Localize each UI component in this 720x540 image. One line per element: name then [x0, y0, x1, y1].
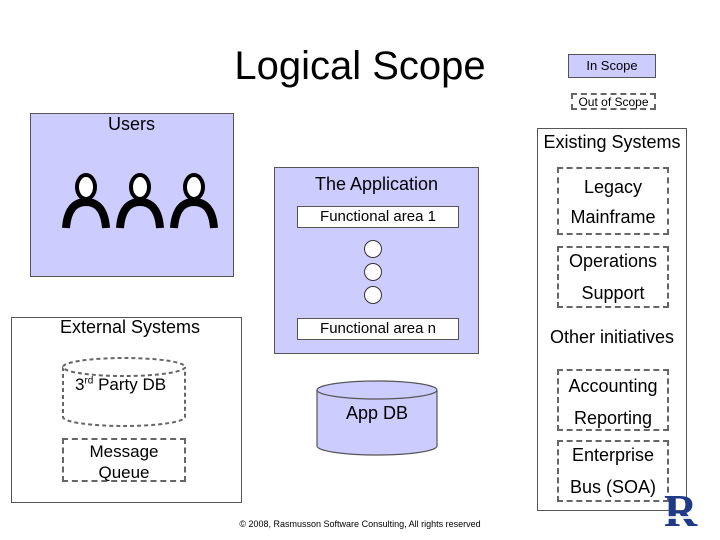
legacy-mainframe-box: Legacy Mainframe [557, 167, 669, 235]
application-title: The Application [314, 174, 439, 194]
legend-in-scope: In Scope [568, 54, 656, 78]
accounting-reporting-box: Accounting Reporting [557, 369, 669, 431]
external-systems-label: External Systems [60, 317, 201, 337]
functional-area-n: Functional area n [297, 318, 459, 340]
svg-text:R: R [664, 485, 698, 536]
app-db-label: App DB [345, 403, 409, 423]
third-party-db-sup: rd [84, 375, 94, 387]
app-db-cylinder [316, 380, 438, 456]
functional-area-1: Functional area 1 [297, 206, 459, 228]
bus-soa-label: Bus (SOA) [569, 477, 657, 497]
user-icon [62, 173, 110, 229]
support-label: Support [581, 283, 645, 303]
existing-systems-label: Existing Systems [543, 132, 681, 152]
operations-support-box: Operations Support [557, 246, 669, 308]
existing-systems-box [537, 128, 687, 511]
third-party-db-prefix: 3 [75, 375, 85, 394]
ellipsis-circle [364, 240, 382, 258]
accounting-label: Accounting [568, 376, 658, 396]
enterprise-label: Enterprise [571, 445, 655, 465]
mainframe-label: Mainframe [570, 207, 656, 227]
user-icon [170, 173, 218, 229]
ellipsis-circle [364, 286, 382, 304]
users-label: Users [108, 114, 156, 134]
message-queue-box: Message Queue [62, 438, 186, 482]
user-icon [116, 173, 164, 229]
message-queue-line1: Message [89, 442, 159, 461]
legacy-label: Legacy [583, 177, 643, 197]
page-title: Logical Scope [234, 44, 486, 88]
enterprise-bus-box: Enterprise Bus (SOA) [557, 440, 669, 502]
ellipsis-circle [364, 263, 382, 281]
rasmusson-logo: R [662, 485, 712, 536]
third-party-db-suffix: Party DB [93, 375, 167, 394]
external-systems-box [11, 317, 242, 503]
third-party-db-label: 3rd Party DB [75, 375, 166, 395]
message-queue-line2: Queue [98, 463, 150, 482]
copyright-notice: © 2008, Rasmusson Software Consulting, A… [239, 519, 481, 529]
users-icons [62, 173, 218, 229]
legend-out-of-scope: Out of Scope [571, 93, 656, 110]
third-party-db-cylinder [62, 357, 186, 427]
reporting-label: Reporting [573, 408, 653, 428]
operations-label: Operations [568, 251, 658, 271]
other-initiatives-label: Other initiatives [549, 327, 675, 347]
